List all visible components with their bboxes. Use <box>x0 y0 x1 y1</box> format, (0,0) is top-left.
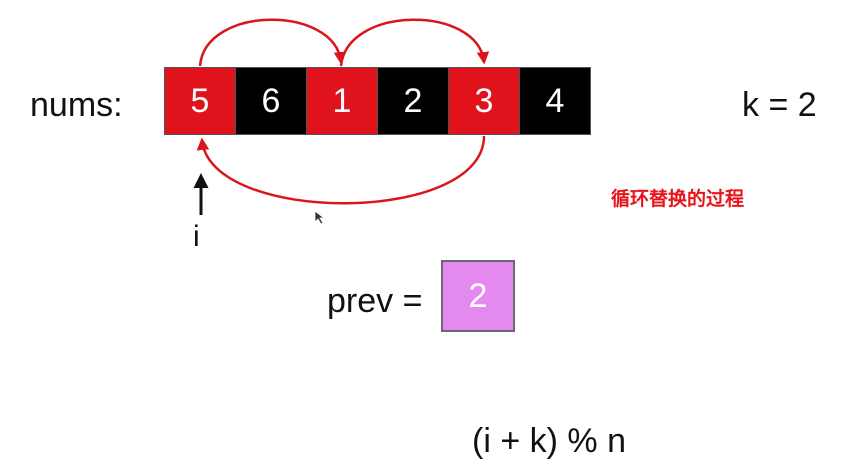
array-cell-0: 5 <box>165 68 236 134</box>
index-formula: (i + k) % n <box>472 422 626 460</box>
k-label: k = 2 <box>742 86 817 124</box>
array-cell-1: 6 <box>236 68 307 134</box>
cell-value: 4 <box>545 81 565 120</box>
cell-value: 5 <box>190 81 210 120</box>
cell-value: 3 <box>474 81 494 120</box>
nums-array: 5 6 1 2 3 4 <box>164 67 591 135</box>
cell-value: 6 <box>261 81 281 120</box>
prev-box: 2 <box>441 260 515 332</box>
arc-2-to-4 <box>339 18 490 67</box>
array-cell-4: 3 <box>449 68 520 134</box>
array-cell-3: 2 <box>378 68 449 134</box>
arc-4-to-0 <box>196 135 486 205</box>
cell-value: 1 <box>332 81 352 120</box>
array-cell-2: 1 <box>307 68 378 134</box>
prev-value: 2 <box>468 276 488 315</box>
prev-label: prev = <box>327 282 423 320</box>
nums-label: nums: <box>30 86 123 124</box>
cell-value: 2 <box>403 81 423 120</box>
process-caption: 循环替换的过程 <box>611 189 745 210</box>
i-pointer-label: i <box>193 220 200 253</box>
arc-0-to-2 <box>198 18 347 67</box>
array-cell-5: 4 <box>520 68 590 134</box>
cursor-icon <box>314 210 326 225</box>
